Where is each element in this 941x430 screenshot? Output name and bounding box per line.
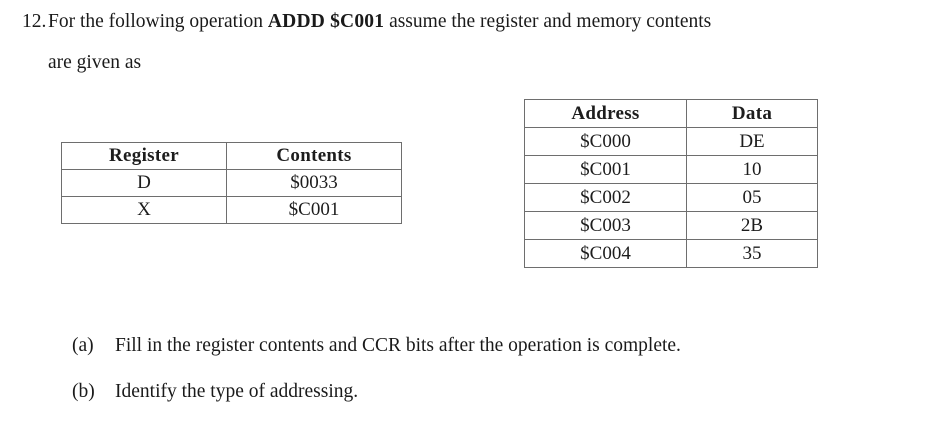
register-cell-name: D xyxy=(61,169,227,197)
subquestion-a: (a) Fill in the register contents and CC… xyxy=(72,333,912,359)
table-row: D $0033 xyxy=(61,169,402,197)
subquestions-block: (a) Fill in the register contents and CC… xyxy=(72,333,912,405)
data-header-label: Data xyxy=(731,103,773,124)
memory-cell-data: 10 xyxy=(686,155,818,184)
register-cell-value: $C001 xyxy=(226,196,402,224)
table-header-row: Register Contents xyxy=(61,142,402,170)
subquestion-a-text: Fill in the register contents and CCR bi… xyxy=(115,335,681,356)
question-text-after: assume the register and memory contents xyxy=(389,11,712,32)
memory-table-header-address: Address xyxy=(524,99,687,128)
memory-cell-data: 2B xyxy=(686,211,818,240)
memory-cell-address: $C002 xyxy=(524,183,687,212)
address-header-label: Address xyxy=(571,103,640,124)
question-text-before: For the following operation xyxy=(48,11,264,32)
subquestion-b-text: Identify the type of addressing. xyxy=(115,381,359,402)
memory-cell-data: 35 xyxy=(686,239,818,268)
memory-cell-address: $C004 xyxy=(524,239,687,268)
operation-mnemonic: ADDD $C001 xyxy=(267,11,385,32)
table-row: X $C001 xyxy=(61,196,402,224)
subquestion-b-label: (b) xyxy=(72,381,95,402)
table-header-row: Address Data xyxy=(524,99,818,128)
question-block: 12. For the following operation ADDD $C0… xyxy=(22,9,922,76)
question-first-line: 12. For the following operation ADDD $C0… xyxy=(22,9,922,35)
memory-contents-table: Address Data $C000 DE $C001 10 $C002 05 … xyxy=(524,99,818,268)
table-row: $C003 2B xyxy=(524,211,818,240)
register-table-header-register: Register xyxy=(61,142,227,170)
memory-table-header-data: Data xyxy=(686,99,818,128)
memory-cell-data: DE xyxy=(686,127,818,156)
register-header-label: Register xyxy=(109,145,179,166)
memory-cell-address: $C003 xyxy=(524,211,687,240)
subquestion-a-label: (a) xyxy=(72,335,94,356)
table-row: $C001 10 xyxy=(524,155,818,184)
question-number: 12. xyxy=(22,11,47,32)
table-row: $C000 DE xyxy=(524,127,818,156)
register-contents-table: Register Contents D $0033 X $C001 xyxy=(61,142,402,224)
memory-cell-data: 05 xyxy=(686,183,818,212)
memory-cell-address: $C000 xyxy=(524,127,687,156)
table-row: $C004 35 xyxy=(524,239,818,268)
question-continuation-line: are given as xyxy=(48,52,142,73)
subquestion-b: (b) Identify the type of addressing. xyxy=(72,379,912,405)
table-row: $C002 05 xyxy=(524,183,818,212)
register-cell-name: X xyxy=(61,196,227,224)
contents-header-label: Contents xyxy=(276,145,352,166)
memory-cell-address: $C001 xyxy=(524,155,687,184)
register-table-header-contents: Contents xyxy=(226,142,402,170)
register-cell-value: $0033 xyxy=(226,169,402,197)
question-text: For the following operation ADDD $C001 a… xyxy=(48,9,922,35)
